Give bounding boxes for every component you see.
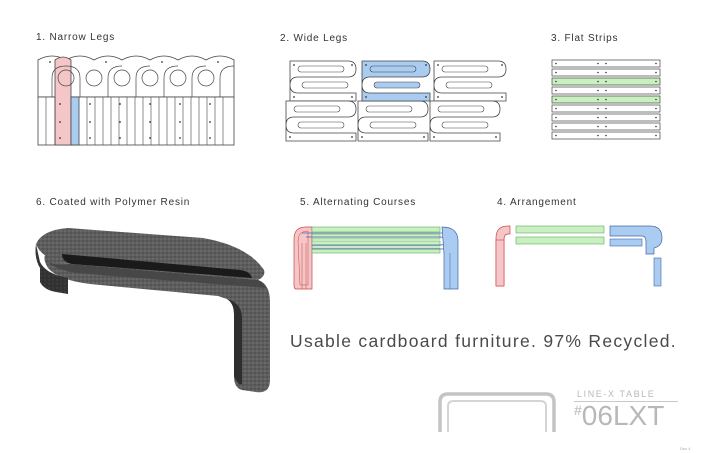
wide-legs-diagram <box>285 60 507 142</box>
section-label-wide-legs: 2. Wide Legs <box>280 33 348 44</box>
flat-strips-diagram <box>551 59 661 140</box>
alternating-courses-diagram <box>293 226 459 290</box>
brand-model-code: #06LXT <box>574 400 664 432</box>
brand-product-line: LINE-X TABLE <box>577 389 656 399</box>
section-label-flat-strips: 3. Flat Strips <box>551 33 619 44</box>
brand-divider <box>574 401 678 402</box>
arrangement-diagram <box>495 225 663 287</box>
page-number: Dec 4 <box>680 446 691 451</box>
section-label-arrangement: 4. Arrangement <box>497 197 577 208</box>
section-label-coated: 6. Coated with Polymer Resin <box>36 197 191 208</box>
narrow-legs-diagram <box>37 55 235 146</box>
coated-bench-render <box>35 228 271 393</box>
section-label-alternating-courses: 5. Alternating Courses <box>300 197 416 208</box>
section-label-narrow-legs: 1. Narrow Legs <box>36 32 116 43</box>
table-silhouette-logo <box>438 392 556 432</box>
brand-model-text: 06LXT <box>581 400 665 431</box>
brand-hash: # <box>574 402 582 418</box>
tagline: Usable cardboard furniture. 97% Recycled… <box>290 331 677 351</box>
